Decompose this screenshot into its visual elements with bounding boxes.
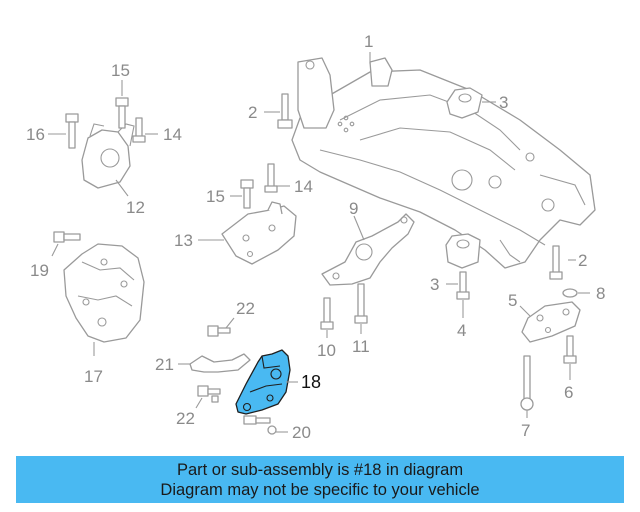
callout-4: 4 [457,321,466,340]
callout-15-lower: 15 [206,187,225,206]
mount-part-3-lower[interactable] [445,233,481,269]
highlighted-bracket-part-18[interactable] [235,349,291,415]
info-banner: Part or sub-assembly is #18 in diagram D… [16,456,624,503]
bolt-part-16[interactable] [65,113,79,149]
callout-2-upper: 2 [248,103,257,122]
bolt-part-2-lower[interactable] [549,245,563,280]
callout-6: 6 [564,383,573,402]
callout-9: 9 [349,199,358,218]
strap-part-21[interactable] [189,353,251,373]
torque-rod-part-9[interactable] [321,213,415,286]
bolt-part-6[interactable] [563,335,577,364]
callout-3-upper: 3 [499,93,508,112]
callout-14-upper: 14 [163,125,182,144]
callout-2-lower: 2 [578,251,587,270]
washer-part-8[interactable] [562,288,578,298]
bolt-part-11[interactable] [354,283,368,324]
bolt-part-15-upper[interactable] [115,97,129,129]
callout-8: 8 [596,284,605,303]
bolt-part-10[interactable] [320,297,334,330]
bolt-part-2-upper[interactable] [277,93,293,129]
callout-18: 18 [301,372,321,392]
parts-diagram: 1 2 2 3 3 4 5 6 7 8 9 10 11 12 13 14 14 … [26,32,605,442]
banner-line-1: Part or sub-assembly is #18 in diagram [176,460,464,479]
leader-lines [48,52,590,433]
callout-12: 12 [126,198,145,217]
callout-1: 1 [364,32,373,51]
bolt-part-14-lower[interactable] [264,163,278,193]
callout-22-lower: 22 [176,409,195,428]
engine-mount-part-12[interactable] [81,123,135,189]
callout-17: 17 [84,367,103,386]
callout-15-upper: 15 [111,61,130,80]
callout-21: 21 [155,355,174,374]
callout-22-upper: 22 [236,299,255,318]
bolt-part-7[interactable] [520,355,534,411]
callout-13: 13 [174,231,193,250]
bolt-part-4[interactable] [456,271,470,300]
callout-5: 5 [508,291,517,310]
bolt-part-19[interactable] [53,231,81,243]
callout-11: 11 [352,337,370,356]
bracket-part-5[interactable] [521,301,581,343]
bracket-part-13[interactable] [221,201,297,265]
callout-20: 20 [292,423,311,442]
bolt-part-15-lower[interactable] [240,179,254,209]
callout-14-lower: 14 [294,177,313,196]
bolt-part-22-upper[interactable] [207,325,231,337]
callout-10: 10 [317,341,336,360]
bolt-part-14-upper[interactable] [132,117,146,143]
mount-part-3-upper[interactable] [446,87,483,119]
subframe-part-1[interactable] [291,57,596,269]
callout-16: 16 [26,125,45,144]
callout-19: 19 [30,261,49,280]
banner-line-2: Diagram may not be specific to your vehi… [160,480,480,499]
bolt-part-22-lower[interactable] [197,385,221,403]
bolt-part-20[interactable] [243,415,277,435]
callout-3-lower: 3 [430,275,439,294]
bracket-part-17[interactable] [63,243,145,343]
callout-7: 7 [521,421,530,440]
callout-labels: 1 2 2 3 3 4 5 6 7 8 9 10 11 12 13 14 14 … [26,32,605,442]
